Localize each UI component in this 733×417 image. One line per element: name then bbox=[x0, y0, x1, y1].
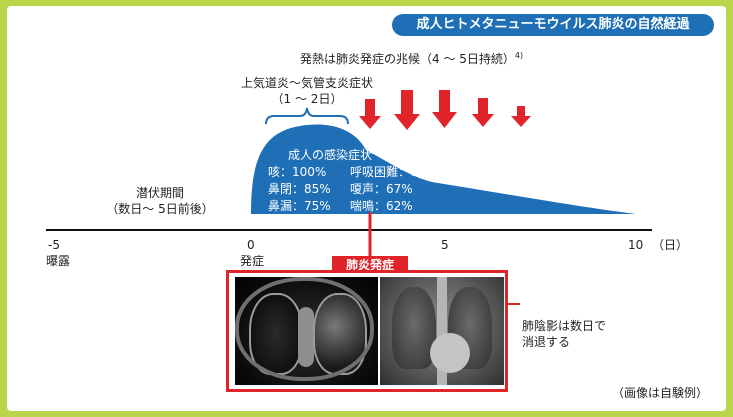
symptom-wheezing: 喘鳴：62% bbox=[350, 199, 413, 213]
symptom-rhinorrhea: 鼻漏：75% bbox=[268, 199, 331, 213]
ct-scan-image bbox=[235, 277, 378, 385]
tick-minus5: -5 bbox=[48, 238, 60, 252]
tick-10: 10 bbox=[628, 238, 644, 252]
symptom-cough: 咳：100% bbox=[268, 165, 327, 179]
tick-0: 0 bbox=[247, 238, 255, 252]
symptom-hoarseness: 嗄声：67% bbox=[350, 182, 413, 196]
fever-arrows bbox=[359, 90, 531, 130]
symptoms-right: 呼吸困難：69% 嗄声：67% 喘鳴：62% bbox=[350, 164, 437, 215]
tick-5: 5 bbox=[441, 238, 449, 252]
pneumonia-onset-label: 肺炎発症 bbox=[332, 256, 408, 274]
shadow-note: 肺陰影は数日で 消退する bbox=[522, 319, 607, 349]
symptom-title: 成人の感染症状2) bbox=[288, 147, 381, 162]
symptoms-left: 咳：100% 鼻閉：85% 鼻漏：75% bbox=[268, 164, 331, 215]
symptom-dyspnea: 呼吸困難：69% bbox=[350, 165, 437, 179]
fever-arrow-5 bbox=[511, 106, 531, 127]
axis-unit: （日） bbox=[652, 238, 689, 252]
fever-label: 発熱は肺炎発症の兆候（4 ～ 5日持続）4) bbox=[300, 51, 524, 66]
fever-arrow-1 bbox=[359, 99, 381, 129]
fever-arrow-4 bbox=[472, 98, 494, 127]
exposure-label: 曝露 bbox=[46, 254, 71, 268]
symptom-nasal-congestion: 鼻閉：85% bbox=[268, 182, 331, 196]
fever-arrow-3 bbox=[432, 90, 457, 128]
chest-xray-image bbox=[380, 277, 504, 385]
uri-label: 上気道炎～気管支炎症状 （1 ～ 2日） bbox=[240, 76, 373, 106]
imaging-box bbox=[226, 270, 508, 392]
footnote: （画像は自験例） bbox=[612, 386, 709, 400]
symptom-curve bbox=[251, 124, 636, 214]
figure-title: 成人ヒトメタニューモウイルス肺炎の自然経過 bbox=[392, 14, 714, 36]
incubation-label: 潜伏期間 （数日～ 5日前後） bbox=[106, 186, 214, 216]
uri-bracket bbox=[265, 107, 349, 125]
onset-label: 発症 bbox=[240, 254, 265, 268]
fever-arrow-2 bbox=[394, 90, 420, 130]
